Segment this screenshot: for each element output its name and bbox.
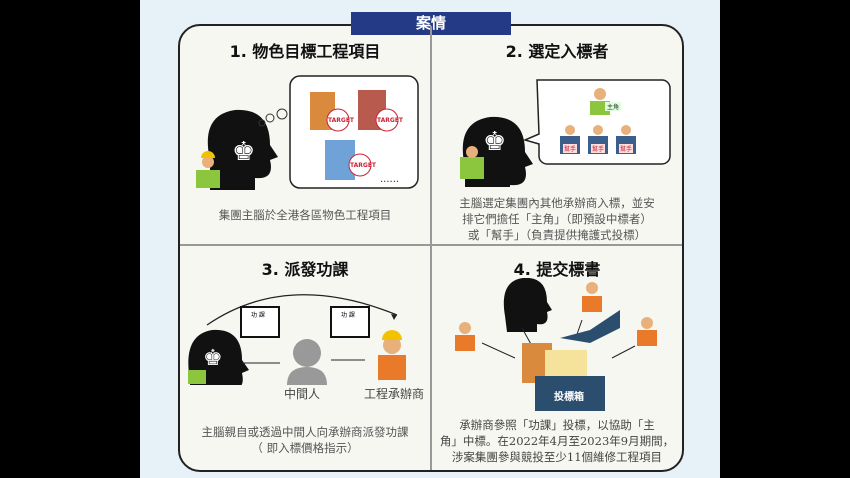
- step2-illustration: ♚ 主角 幫手 幫手 幫手: [460, 79, 671, 187]
- contractor-icon: [582, 282, 602, 312]
- step3-illustration: ♚ 功 課 功 課: [188, 294, 406, 385]
- step3-desc: 主腦親自或透過中間人向承辦商派發功課（ 即入標價格指示）: [201, 425, 409, 455]
- svg-text:投標箱: 投標箱: [554, 390, 584, 403]
- ballot-box: [535, 376, 605, 411]
- svg-text:♚: ♚: [483, 127, 506, 157]
- step2-title: 2. 選定入標者: [505, 42, 609, 61]
- mastermind-head-icon: [503, 278, 552, 332]
- svg-text:功 課: 功 課: [251, 311, 265, 319]
- svg-text:功 課: 功 課: [341, 311, 355, 319]
- arrow-icon: [206, 294, 398, 326]
- contractor-icon: [383, 336, 401, 354]
- svg-text:......: ......: [380, 174, 399, 185]
- svg-text:♚: ♚: [232, 137, 255, 167]
- step2-desc: 主腦選定集團內其他承辦商入標，並安排它們擔任「主角」（即預設中標者）或「幫手」（…: [459, 196, 655, 242]
- svg-text:TARGET: TARGET: [328, 117, 355, 124]
- step3-title: 3. 派發功課: [261, 260, 349, 279]
- homework-sheet-icon: [330, 306, 370, 338]
- step1-title: 1. 物色目標工程項目: [229, 42, 381, 61]
- svg-text:TARGET: TARGET: [377, 117, 404, 124]
- svg-text:幫手: 幫手: [592, 145, 604, 153]
- worker-icon: [460, 157, 484, 179]
- worker-icon: [188, 370, 206, 384]
- step1-illustration: ♚ TARGET TARGET TARGET ......: [196, 75, 419, 190]
- svg-text:幫手: 幫手: [564, 145, 576, 153]
- homework-sheet-icon: [240, 306, 280, 338]
- step1-desc: 集團主腦於全港各區物色工程項目: [218, 208, 392, 222]
- contractor-icon: [455, 322, 475, 351]
- case-banner: 案情: [351, 12, 511, 35]
- middleman-icon: [293, 339, 321, 367]
- worker-icon: [196, 151, 220, 188]
- svg-text:TARGET: TARGET: [350, 162, 377, 169]
- step4-title: 4. 提交標書: [513, 260, 601, 279]
- svg-text:幫手: 幫手: [620, 145, 632, 153]
- divider-horizontal: [180, 244, 682, 246]
- contractor-icon: [637, 317, 657, 346]
- svg-text:主角: 主角: [607, 103, 619, 111]
- divider-vertical: [430, 26, 432, 470]
- step4-desc: 承辦商參照「功課」投標，以協助「主角」中標。在2022年4月至2023年9月期間…: [439, 418, 675, 464]
- contractor-label: 工程承辦商: [364, 387, 425, 401]
- mastermind-head-icon: ♚: [207, 109, 278, 190]
- step4-illustration: 投標箱: [455, 278, 657, 411]
- svg-text:♚: ♚: [203, 346, 223, 371]
- middleman-label: 中間人: [284, 387, 321, 401]
